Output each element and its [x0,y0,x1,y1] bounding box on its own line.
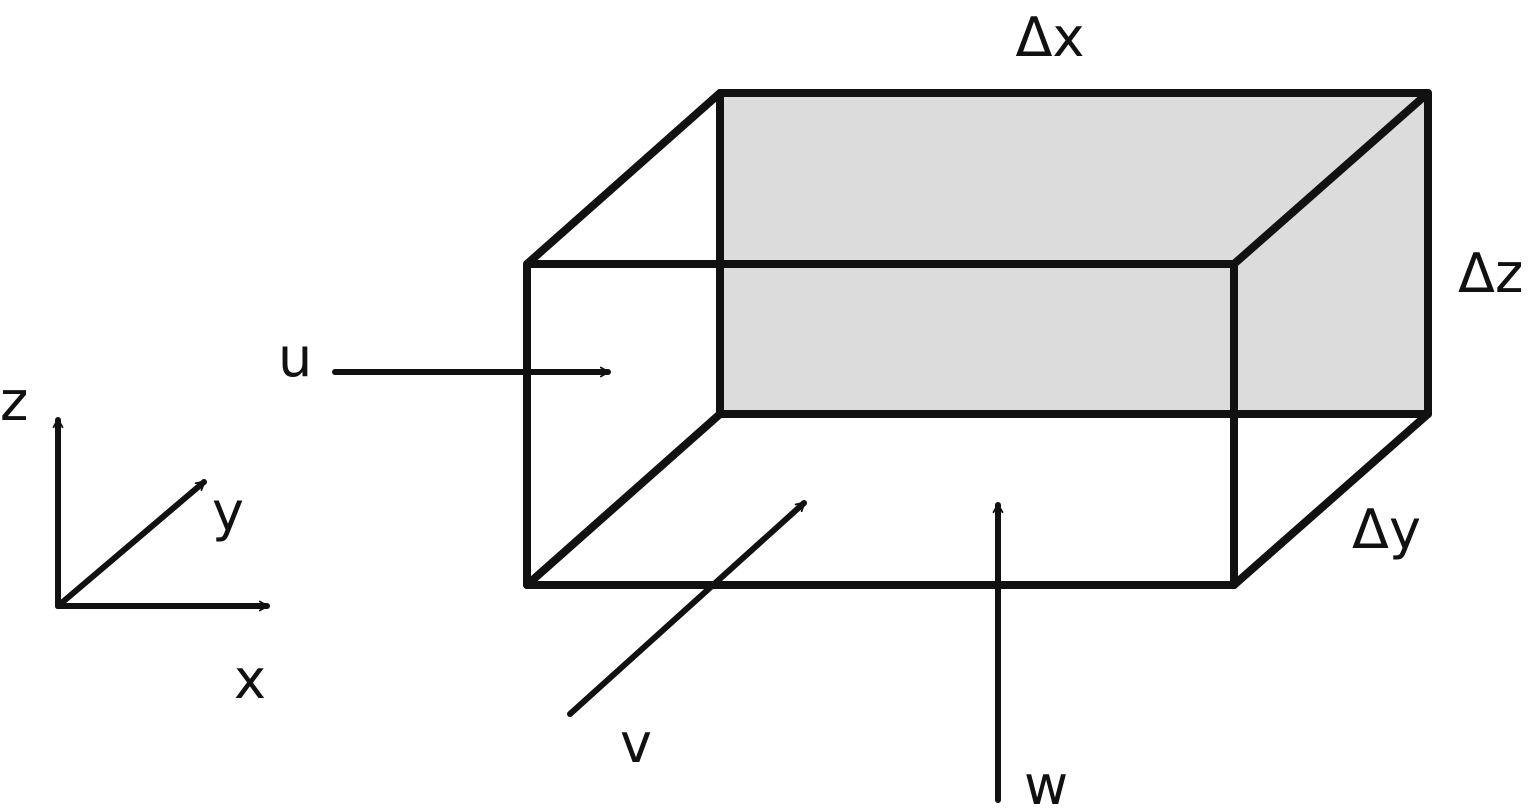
axis-y-label: y [212,480,244,543]
coordinate-axes [52,417,270,612]
depth-edge-top-left [523,89,724,268]
right-face-shading [1234,93,1428,414]
depth-edge-top-right [1230,89,1432,268]
v-velocity-arrow [567,500,807,717]
cuboid-edges [523,89,1432,589]
labels: Δx Δz Δy u v w z y x [0,6,1523,808]
y-axis-arrow [55,479,207,609]
delta-y-label: Δy [1352,498,1421,561]
delta-x-label: Δx [1016,6,1085,69]
depth-edge-bottom-left [523,410,724,589]
flow-arrows [332,366,1004,803]
v-label: v [620,712,652,775]
axis-z-label: z [0,370,28,433]
axis-x-label: x [234,648,266,711]
delta-z-label: Δz [1458,242,1523,305]
u-label: u [278,326,312,389]
shaded-faces [720,93,1428,414]
depth-edge-bottom-right [1230,410,1432,589]
w-label: w [1024,754,1068,808]
